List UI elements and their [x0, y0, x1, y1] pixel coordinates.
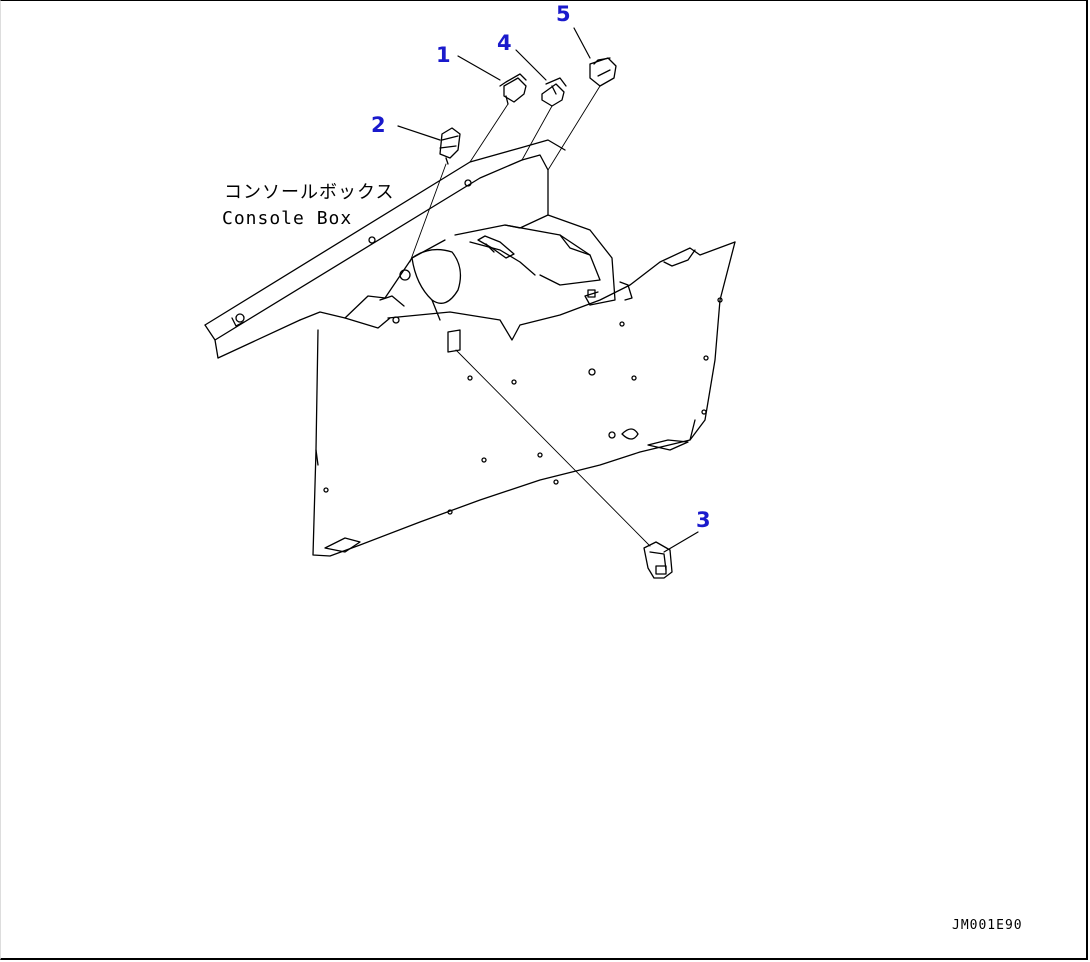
callout-3: 3: [696, 508, 711, 532]
callout-4: 4: [497, 31, 512, 55]
switch-part-4-icon: [541, 77, 567, 107]
console-box-outline: [204, 139, 736, 557]
callout-5: 5: [556, 2, 571, 26]
callout-1: 1: [436, 43, 451, 67]
label-japanese: コンソールボックス: [224, 182, 394, 203]
callout-2: 2: [371, 113, 386, 137]
switch-part-1-icon: [499, 73, 527, 105]
switch-part-5-icon: [589, 57, 617, 87]
label-english: Console Box: [222, 208, 352, 229]
callout-leaders: [397, 27, 699, 553]
switch-part-2-icon: [439, 127, 461, 165]
switch-part-3-icon: [643, 541, 673, 579]
assembly-lines: [409, 85, 651, 547]
drawing-id: JM001E90: [952, 918, 1023, 933]
callout-labels: 1 2 3 4 5: [371, 2, 711, 532]
